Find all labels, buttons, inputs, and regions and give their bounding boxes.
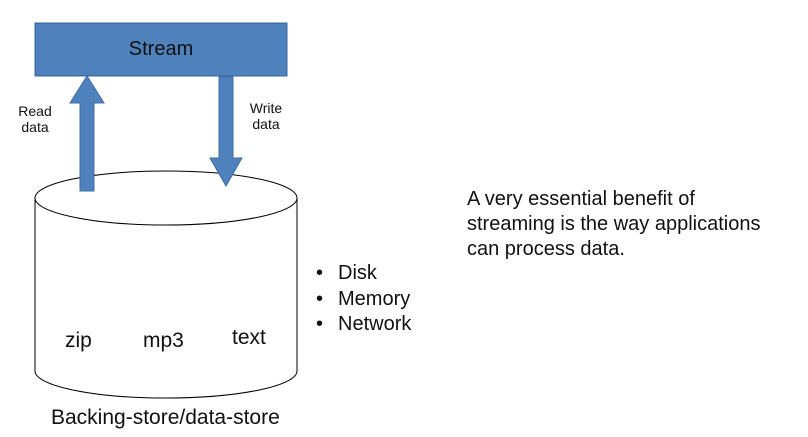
- list-item-label: Network: [338, 313, 412, 335]
- read-arrow-icon: [69, 75, 105, 192]
- list-item: • Network: [316, 312, 411, 338]
- write-label-line-1: Write: [249, 100, 283, 116]
- data-store-cylinder: [34, 170, 298, 399]
- format-text: text: [232, 326, 266, 349]
- benefit-line-3: can process data.: [467, 238, 625, 260]
- cylinder-body: [34, 198, 298, 399]
- bullet-icon: •: [316, 262, 324, 284]
- benefit-paragraph: A very essential benefit of streaming is…: [467, 187, 807, 262]
- write-arrow-icon: [209, 76, 243, 188]
- list-item-label: Disk: [338, 262, 377, 284]
- format-zip: zip: [65, 329, 92, 352]
- read-label-line-2: data: [21, 119, 49, 135]
- write-label-line-2: data: [252, 116, 280, 132]
- list-item: • Disk: [316, 261, 411, 287]
- bullet-icon: •: [316, 313, 324, 335]
- bullet-icon: •: [316, 287, 324, 310]
- read-label-line-1: Read: [18, 103, 52, 119]
- format-mp3: mp3: [143, 329, 184, 352]
- benefit-line-1: A very essential benefit of: [467, 188, 695, 210]
- cylinder-top: [34, 170, 298, 226]
- data-store-caption: Backing-store/data-store: [51, 406, 280, 429]
- list-item: • Memory: [316, 287, 411, 313]
- storage-type-list: • Disk • Memory • Network: [316, 261, 411, 338]
- benefit-line-2: streaming is the way applications: [467, 213, 761, 235]
- stream-label: Stream: [128, 38, 194, 60]
- write-data-label: Write data: [244, 100, 288, 132]
- stream-box-shape: [34, 22, 288, 77]
- list-item-label: Memory: [338, 287, 411, 310]
- read-data-label: Read data: [13, 103, 57, 135]
- stream-box: Stream: [35, 23, 287, 76]
